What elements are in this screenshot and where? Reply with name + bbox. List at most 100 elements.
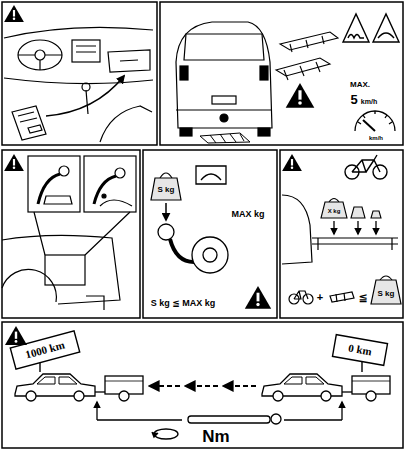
car-rear-edge-part (282, 195, 312, 264)
warning-sign-part (15, 332, 17, 339)
warning-sign (245, 286, 271, 309)
bicycle-icon (345, 155, 387, 179)
cars-with-trailers-part (95, 376, 143, 401)
warning-sign-part (291, 159, 293, 165)
formula-icons-part (336, 293, 345, 302)
car-interior-part (18, 55, 62, 70)
torque-unit: Nm (202, 428, 229, 445)
warning-sign-part (13, 167, 16, 170)
tow-bar-detail-part (102, 194, 106, 198)
warning-sign-part (291, 167, 294, 170)
car-rear (176, 22, 272, 136)
car-rear-part (180, 66, 188, 80)
panel-frames-part (2, 322, 403, 448)
tow-bar-detail-part (84, 156, 136, 212)
bicycle-icon-part (352, 155, 380, 172)
speed-value: 5 (350, 93, 357, 106)
cars-with-trailers (15, 374, 390, 401)
carrier-platform-part (200, 133, 250, 143)
car-rear-edge (282, 195, 398, 264)
travel-arrows-part (150, 385, 180, 387)
car-rear-part (258, 128, 270, 136)
tow-ball-part (158, 224, 174, 240)
road-signs-part (348, 35, 364, 39)
car-corner-part (2, 269, 56, 302)
relation-sign: ≦ (358, 292, 367, 303)
panel-frames-part (2, 150, 140, 318)
pointer-arrow (46, 76, 124, 116)
load-arrows-part (357, 221, 358, 234)
torque-wrench-part (284, 419, 342, 420)
formula-icons-part (330, 292, 354, 302)
torque-wrench-part (341, 402, 342, 420)
formula-icons-part (371, 280, 401, 304)
travel-arrows-part (224, 385, 256, 387)
panel-frames-part (160, 2, 403, 145)
car-rear-part (184, 34, 264, 60)
tow-ball (158, 166, 228, 273)
tow-ball-part (203, 248, 217, 262)
bike-carrier-parts-part (284, 62, 320, 80)
load-weight-part (160, 173, 172, 178)
warning-sign-part (13, 18, 16, 21)
owner-manual-part (12, 106, 46, 140)
car-rear-part (212, 96, 236, 104)
car-corner-part (86, 296, 104, 310)
torque-wrench-part (96, 402, 97, 420)
car-corner-part (2, 235, 120, 304)
warning-sign-part (15, 340, 18, 343)
car-rear-part (180, 128, 192, 136)
signposts-part-part (332, 335, 387, 366)
warning-sign (4, 5, 24, 22)
max-load-label: MAX kg (231, 210, 264, 219)
speedometer-part (355, 111, 395, 131)
warning-sign-part (13, 159, 15, 165)
car-corner-part (45, 255, 85, 285)
warning-sign-part (256, 303, 259, 306)
car-rear-part (220, 114, 228, 122)
load-arrow (165, 203, 167, 220)
speedometer-part (358, 111, 392, 124)
torque-wrench-part (152, 432, 158, 437)
travel-arrows-part (186, 385, 218, 387)
travel-arrows (150, 385, 256, 387)
load-weights-part (321, 202, 347, 218)
warning-sign-part (13, 10, 15, 16)
warning-sign-part (298, 101, 302, 105)
formula-icons-part (294, 291, 308, 299)
warning-sign-part (245, 286, 271, 309)
warning-sign (4, 154, 24, 171)
car-corner-part (34, 212, 130, 255)
torque-wrench-part (97, 419, 182, 420)
warning-sign-part (282, 154, 302, 171)
owner-manual-part (18, 112, 42, 133)
road-signs-part (343, 14, 369, 42)
tow-bar-detail-part (115, 168, 125, 178)
warning-sign-part (4, 154, 24, 171)
road-signs-part (373, 14, 399, 42)
car-rear-part (176, 109, 272, 110)
tow-bar-detail-part (28, 156, 80, 212)
load-rule: S kg ≦ MAX kg (151, 299, 216, 308)
panel-frames-part (143, 150, 277, 318)
bike-carrier-parts-part (290, 36, 324, 52)
bike-carrier-parts-part (280, 32, 338, 50)
car-interior-part (82, 83, 90, 91)
car-interior-part (120, 60, 138, 61)
car-interior (4, 27, 153, 142)
warning-sign (286, 83, 315, 108)
car-interior-part (86, 90, 88, 114)
load-label: S kg (158, 186, 175, 194)
car-rear-part (176, 22, 272, 128)
load-weights (321, 199, 381, 219)
car-interior-part (108, 50, 150, 72)
warning-sign (282, 154, 302, 171)
plus-sign: + (317, 292, 323, 303)
speedometer-part (363, 120, 375, 131)
carrier-platform-part (210, 134, 244, 143)
car-interior-part (100, 106, 152, 142)
signposts-part (332, 335, 387, 366)
panel-frames-part (2, 2, 157, 145)
